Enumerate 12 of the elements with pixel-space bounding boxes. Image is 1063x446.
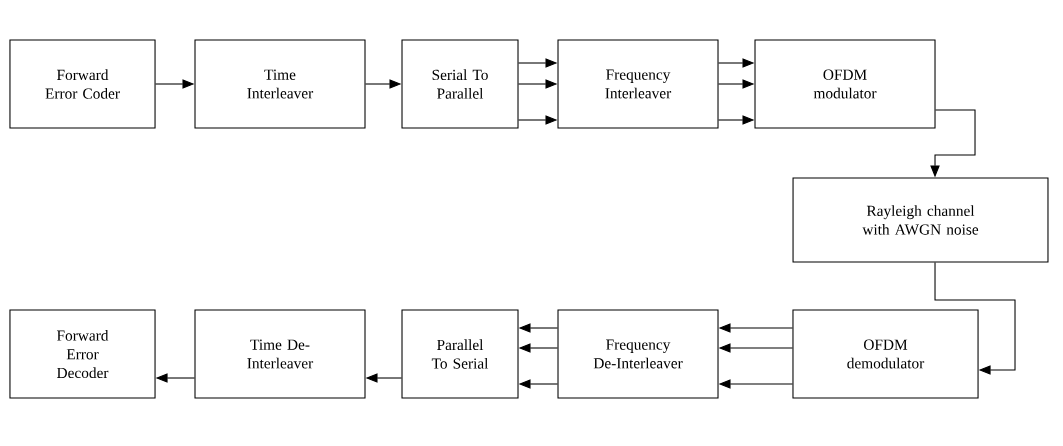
process-box: OFDM demodulator bbox=[792, 309, 979, 399]
process-box: Frequency De-Interleaver bbox=[557, 309, 719, 399]
process-box: Parallel To Serial bbox=[401, 309, 519, 399]
process-box: Time De-Interleaver bbox=[194, 309, 366, 399]
process-box: Forward Error Coder bbox=[9, 39, 156, 129]
process-box: Forward Error Decoder bbox=[9, 309, 156, 399]
process-box: Serial To Parallel bbox=[401, 39, 519, 129]
process-box: OFDM modulator bbox=[754, 39, 936, 129]
process-box: Time Interleaver bbox=[194, 39, 366, 129]
process-box: Frequency Interleaver bbox=[557, 39, 719, 129]
process-box: Rayleigh channel with AWGN noise bbox=[792, 177, 1049, 263]
arrow bbox=[934, 262, 1016, 375]
